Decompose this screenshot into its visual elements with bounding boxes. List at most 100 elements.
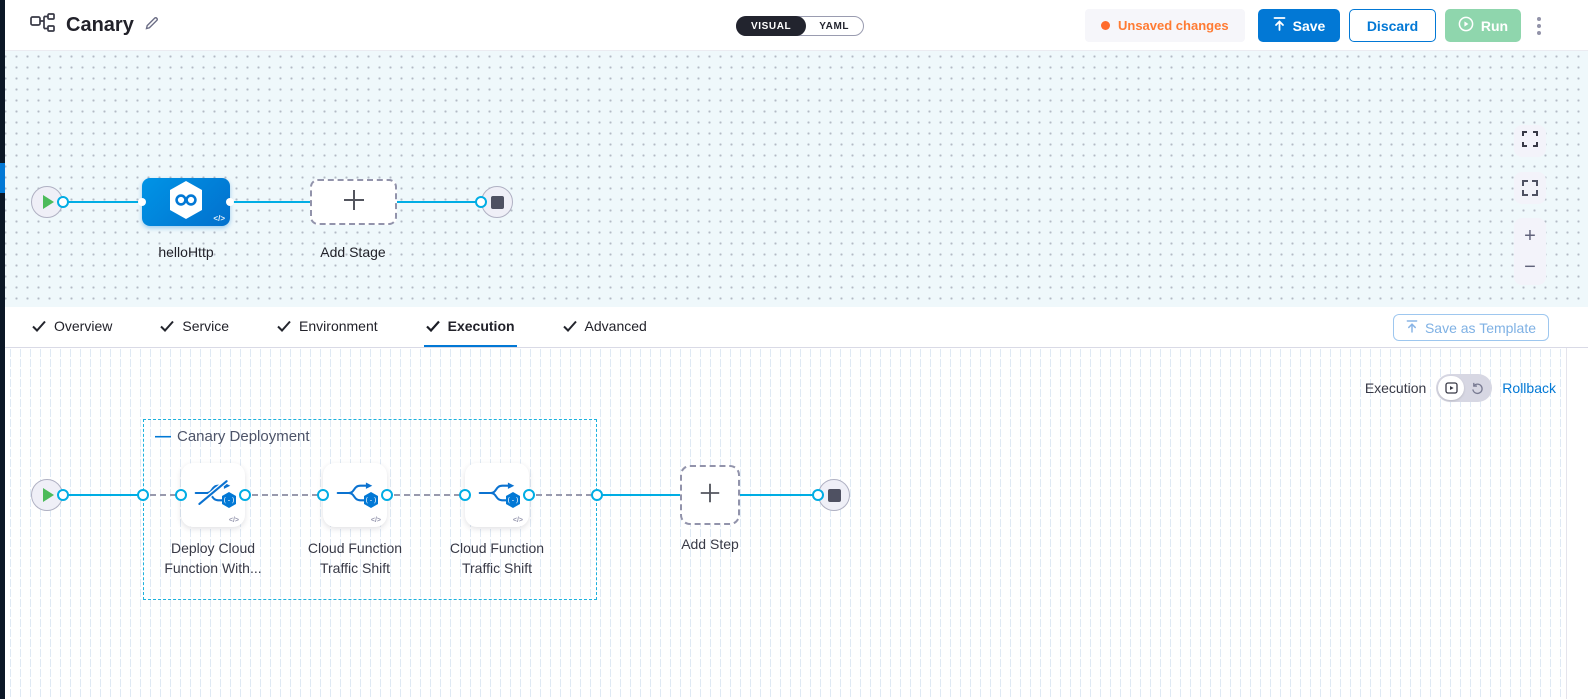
canary-deployment-group[interactable] — [143, 419, 597, 600]
connector-port[interactable] — [57, 196, 69, 208]
check-icon — [277, 320, 291, 332]
connector-port[interactable] — [475, 196, 487, 208]
edit-pencil-icon[interactable] — [144, 15, 160, 36]
cloud-function-badge-icon: (-) — [363, 492, 379, 513]
tab-service[interactable]: Service — [158, 307, 231, 347]
tab-execution[interactable]: Execution — [423, 307, 517, 347]
group-left-port[interactable] — [137, 489, 149, 501]
connector-port[interactable] — [57, 489, 69, 501]
tab-advanced[interactable]: Advanced — [561, 307, 649, 347]
add-step-button[interactable] — [680, 465, 740, 525]
step-cloud-function-traffic-shift-1[interactable]: (-) </> — [323, 463, 387, 527]
zoom-out-button[interactable]: − — [1524, 256, 1536, 278]
save-as-template-button[interactable]: Save as Template — [1392, 314, 1549, 341]
execution-canvas[interactable]: Execution Rollback — [0, 348, 1588, 699]
plus-icon — [341, 187, 367, 218]
connector-port[interactable] — [239, 489, 251, 501]
code-badge-icon: </> — [213, 214, 225, 223]
step-cloud-function-traffic-shift-2[interactable]: (-) </> — [465, 463, 529, 527]
toggle-visual[interactable]: VISUAL — [736, 16, 807, 36]
zoom-in-button[interactable]: + — [1524, 225, 1536, 247]
link-stage-to-addstage — [230, 201, 310, 203]
toggle-yaml[interactable]: YAML — [819, 20, 850, 32]
tab-environment[interactable]: Environment — [275, 307, 380, 347]
tab-label: Advanced — [584, 318, 647, 334]
group-title-label: Canary Deployment — [177, 428, 310, 445]
cloud-function-badge-icon: (-) — [505, 492, 521, 513]
stage-canvas[interactable]: </> helloHttp Add Stage + − — [0, 51, 1588, 307]
rollback-link[interactable]: Rollback — [1502, 380, 1556, 396]
code-badge-icon: </> — [228, 517, 239, 524]
serverless-function-icon — [168, 180, 204, 225]
step-label: Cloud Function Traffic Shift — [307, 540, 403, 576]
tab-label: Service — [182, 318, 230, 334]
connector-port[interactable] — [175, 489, 187, 501]
svg-text:(-): (-) — [365, 497, 378, 505]
tab-overview[interactable]: Overview — [30, 307, 114, 347]
save-button-label: Save — [1292, 17, 1326, 34]
run-button[interactable]: Run — [1445, 9, 1521, 42]
link-group-to-addstep — [602, 494, 680, 496]
fullscreen-icon — [1522, 130, 1538, 152]
play-circle-icon — [1458, 16, 1474, 35]
left-strip-highlight — [0, 163, 5, 193]
pipeline-end-node[interactable] — [481, 186, 513, 218]
plus-icon — [698, 481, 722, 510]
link-step1-to-step2 — [252, 494, 318, 496]
unsaved-dot-icon — [1101, 21, 1110, 30]
scroll-gutter — [1566, 348, 1588, 699]
link-addstep-to-end — [740, 494, 814, 496]
code-badge-icon: </> — [512, 517, 523, 524]
check-icon — [425, 320, 440, 332]
left-edge-strip — [0, 0, 5, 699]
connector-port[interactable] — [812, 489, 824, 501]
save-button[interactable]: Save — [1258, 9, 1340, 42]
marquee-select-icon — [1522, 180, 1538, 196]
add-stage-button[interactable] — [310, 179, 397, 225]
stop-icon — [490, 195, 504, 209]
rollback-view-icon[interactable] — [1464, 376, 1490, 400]
check-icon — [32, 320, 46, 332]
stage-right-port[interactable] — [226, 198, 234, 206]
visual-yaml-toggle[interactable]: VISUAL YAML — [736, 16, 865, 36]
group-right-port[interactable] — [591, 489, 603, 501]
step-deploy-cloud-function[interactable]: (-) </> — [181, 463, 245, 527]
fullscreen-button[interactable] — [1514, 125, 1546, 157]
upload-icon — [1273, 17, 1286, 34]
tab-label: Overview — [54, 318, 113, 334]
link-addstage-to-end — [397, 201, 481, 203]
check-icon — [160, 320, 175, 332]
stage-name-label: helloHttp — [158, 244, 214, 260]
connector-port[interactable] — [317, 489, 329, 501]
discard-button-label: Discard — [1366, 17, 1419, 34]
more-options-kebab-icon[interactable] — [1530, 13, 1548, 39]
execution-rollback-toggle[interactable] — [1436, 374, 1493, 402]
group-title-row: — Canary Deployment — [155, 428, 310, 445]
step-label: Cloud Function Traffic Shift — [449, 540, 545, 576]
add-step-label: Add Step — [681, 536, 739, 552]
execution-view-icon[interactable] — [1438, 376, 1465, 400]
connector-port[interactable] — [459, 489, 471, 501]
save-as-template-label: Save as Template — [1424, 319, 1536, 336]
stage-node-hellohttp[interactable]: </> — [138, 178, 234, 226]
execution-rollback-switch-row: Execution Rollback — [1365, 374, 1556, 402]
connector-port[interactable] — [523, 489, 535, 501]
connector-port[interactable] — [381, 489, 393, 501]
unsaved-changes-badge: Unsaved changes — [1085, 9, 1245, 42]
pipeline-title: Canary — [66, 14, 134, 36]
discard-button[interactable]: Discard — [1349, 9, 1436, 42]
marquee-select-button[interactable] — [1514, 172, 1546, 204]
link-step2-to-step3 — [394, 494, 460, 496]
run-button-label: Run — [1480, 17, 1509, 34]
link-start-to-stage — [66, 201, 146, 203]
code-badge-icon: </> — [370, 517, 381, 524]
stage-left-port[interactable] — [138, 198, 146, 206]
no-traffic-shift-icon — [193, 478, 233, 512]
play-icon — [43, 488, 54, 502]
svg-text:(-): (-) — [507, 497, 520, 505]
unsaved-changes-label: Unsaved changes — [1118, 18, 1229, 33]
tab-label: Environment — [299, 318, 378, 334]
pipeline-icon — [30, 13, 56, 38]
collapse-dash-icon[interactable]: — — [155, 427, 171, 445]
link-group-to-step1 — [150, 494, 176, 496]
